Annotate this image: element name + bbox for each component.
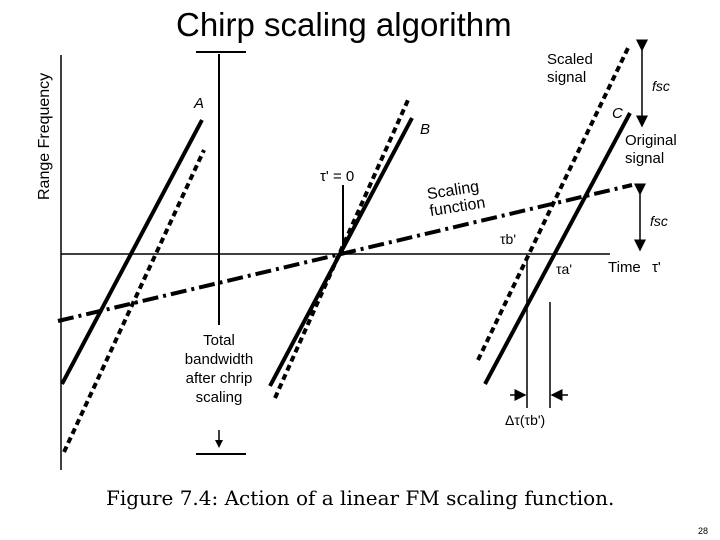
slide-title: Chirp scaling algorithm (176, 6, 512, 43)
label-a: A (193, 95, 204, 112)
scaled-signal-label-line1: Scaled (547, 51, 593, 68)
x-axis-label: Time (608, 259, 641, 276)
total-bandwidth-arrow-icon (215, 440, 223, 448)
chirp-b-scaled (273, 99, 410, 399)
total-bandwidth-label-line4: scaling (196, 389, 243, 406)
tau-b-label: τb' (500, 231, 516, 247)
scaled-signal-label-line2: signal (547, 69, 586, 86)
y-axis-label: Range Frequency (36, 73, 53, 200)
fsc-right-label: fsc (650, 213, 668, 229)
chirp-a-original (60, 119, 204, 385)
chirp-a-scaled (62, 149, 206, 453)
total-bandwidth-label-line1: Total (203, 332, 235, 349)
tau-zero-label: τ' = 0 (320, 168, 354, 185)
total-bandwidth-label-line3: after chrip (186, 370, 253, 387)
original-signal-label-line2: signal (625, 150, 664, 167)
chirp-c-original (483, 112, 632, 385)
label-b: B (420, 121, 430, 138)
original-signal-label-line1: Original (625, 132, 677, 149)
fsc-top-label: fsc (652, 78, 670, 94)
page-number: 28 (697, 526, 708, 536)
label-c: C (612, 105, 623, 122)
x-axis-symbol: τ' (652, 259, 661, 276)
scaling-function-line (57, 183, 633, 323)
figure-caption: Figure 7.4: Action of a linear FM scalin… (106, 486, 615, 510)
total-bandwidth-label-line2: bandwidth (185, 351, 253, 368)
delta-tau-label: Δτ(τb') (505, 412, 545, 428)
tau-a-label: τa' (556, 261, 572, 277)
